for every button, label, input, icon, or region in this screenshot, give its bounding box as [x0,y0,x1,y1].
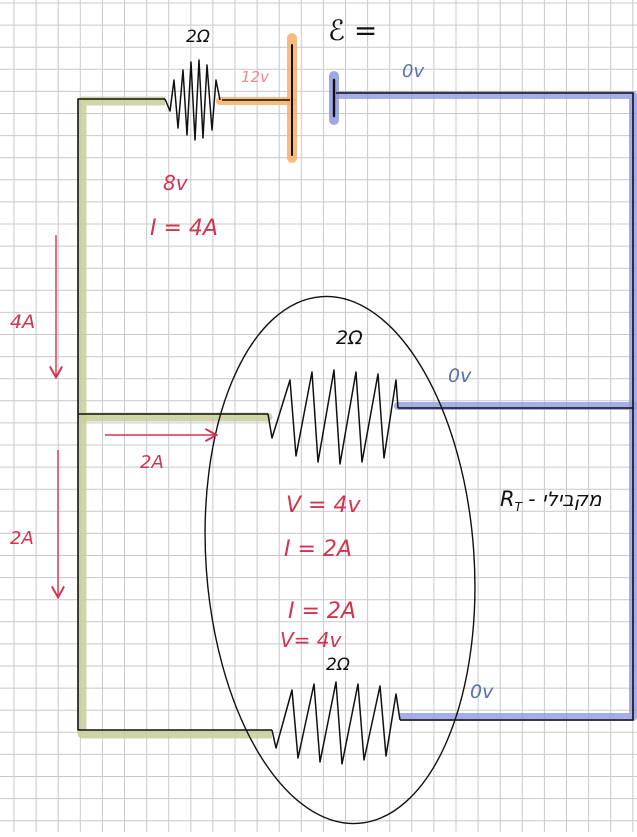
main-current-label: I = 4A [150,216,218,241]
left-current-bottom-label: 2A [10,528,34,549]
mid-resistor-value: 2Ω [336,327,363,349]
bottom-resistor-zigzag [271,681,401,765]
mid-voltage-label: V = 4v [286,493,361,518]
battery-icon [291,44,336,156]
equivalent-subscript: T [515,500,524,514]
supply-voltage-label: 12v [241,68,270,86]
top-resistor-zigzag [164,59,221,141]
left-current-top-label: 4A [10,311,35,333]
resistor-icon [164,59,401,765]
parallel-group-ellipse [204,295,476,825]
equivalent-text: - מקבילי [522,487,602,511]
top-resistor-value: 2Ω [186,27,210,47]
equivalent-r: R [500,487,515,511]
zero-volt-bottom-label: 0v [470,681,494,703]
bottom-voltage-label: V= 4v [280,628,343,652]
bottom-current-label: I = 2A [288,599,356,624]
arrow-down-icon [56,235,58,596]
resistor-bottom-value: 2Ω [326,655,350,675]
branch-current-label: 2A [140,452,164,473]
mid-current-label: I = 2A [284,537,352,562]
emf-label: ℰ = [328,14,377,47]
zero-volt-top-label: 0v [402,61,424,82]
mid-resistor-zigzag [267,369,399,465]
zero-volt-mid-label: 0v [448,365,472,387]
circuit-wires [77,92,634,731]
equivalent-resistance-label: RT - מקבילי [500,487,602,514]
drop-voltage-label: 8v [163,171,189,195]
